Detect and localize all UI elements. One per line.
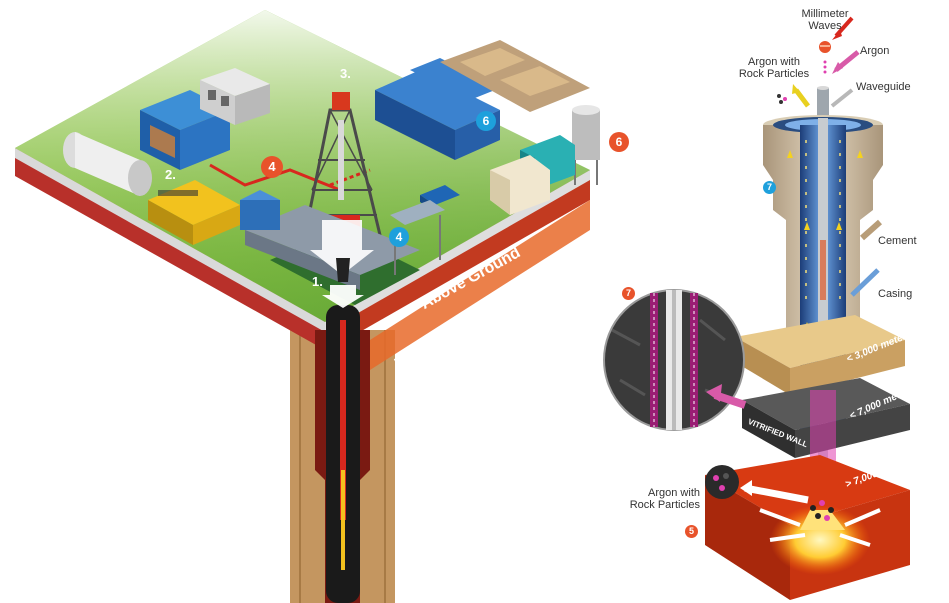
millimeter-waves-label: Millimeter Waves	[801, 8, 849, 32]
control-room	[200, 68, 270, 125]
drill-direction-arrow	[310, 220, 374, 308]
argon-rock-top-label: Argon with Rock Particles	[738, 56, 810, 80]
waveguide-top	[817, 41, 831, 118]
casing-arrow	[850, 268, 880, 297]
badge-4-red: 4	[261, 156, 283, 178]
cement-label: Cement	[878, 235, 917, 247]
badge-7-zoom: 7	[622, 287, 635, 300]
cream-tanks	[490, 155, 550, 215]
surface-block	[15, 10, 590, 603]
below-ground-well	[315, 305, 370, 603]
cooling-tower	[572, 105, 600, 185]
badge-7-right: 7	[763, 181, 776, 194]
cement-arrow	[860, 219, 882, 241]
step-1-label: 1.	[312, 274, 323, 289]
settling-ponds	[440, 40, 590, 112]
vitrified-wall-zoom	[603, 289, 745, 431]
layer-sand	[735, 315, 905, 395]
rock-particles-top	[777, 94, 787, 104]
badge-6-blue: 6	[476, 111, 496, 131]
well-casing	[763, 115, 883, 478]
yellow-generator	[148, 180, 240, 245]
argon-rock-bottom-label: Argon with Rock Particles	[629, 487, 700, 511]
particle-exit-arrow	[744, 484, 809, 504]
waveguide-label: Waveguide	[856, 81, 911, 93]
badge-4-blue: 4	[389, 227, 409, 247]
processing-plant	[375, 58, 500, 160]
argon-label: Argon	[860, 45, 890, 57]
casing-label: Casing	[878, 288, 913, 300]
badge-5: 5	[685, 525, 698, 538]
step-2-label: 2.	[165, 167, 176, 182]
storage-tank	[63, 132, 152, 196]
step-3-label: 3.	[340, 66, 351, 81]
waveguide-arrow	[830, 88, 854, 108]
badge-6-red: 6	[609, 132, 629, 152]
argon-rock-arrow	[794, 88, 810, 108]
rock-particle-cluster	[810, 500, 834, 521]
particle-bubble	[705, 465, 739, 499]
